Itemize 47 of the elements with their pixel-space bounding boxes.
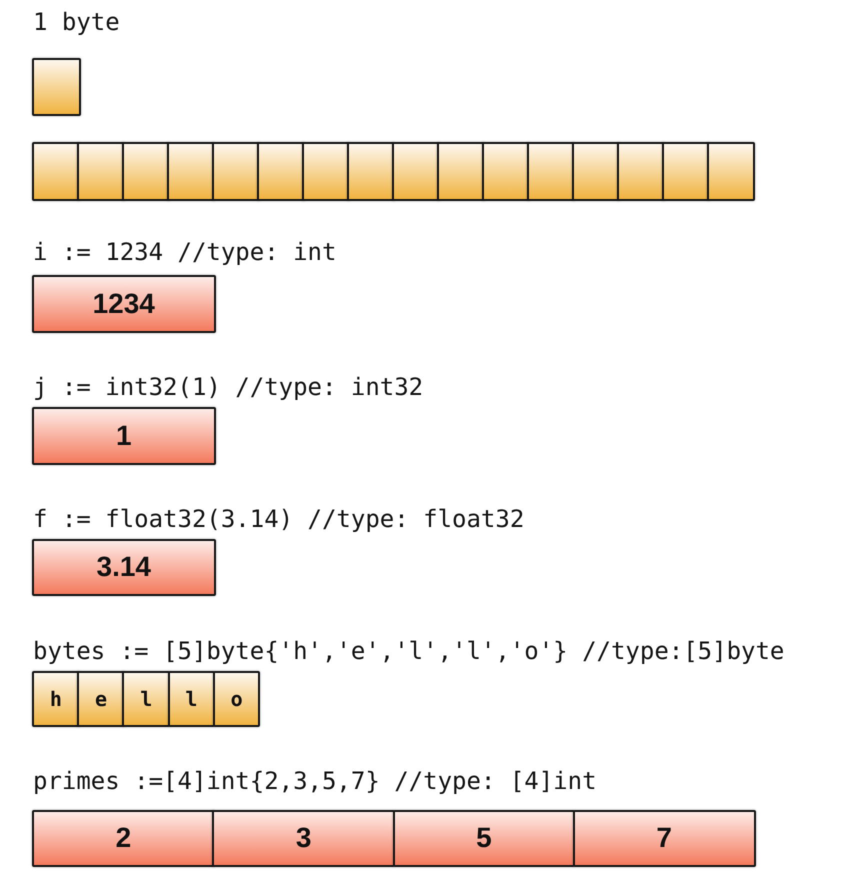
code-line: primes :=[4]int{2,3,5,7} //type: [4]int (33, 767, 597, 796)
memory-cell (212, 810, 395, 867)
byte-cell (77, 142, 124, 201)
value-label: e (95, 688, 108, 710)
code-line: i := 1234 //type: int (33, 238, 336, 267)
code-line: f := float32(3.14) //type: float32 (33, 505, 524, 534)
byte-cell (32, 58, 80, 116)
value-label: 3.14 (96, 552, 151, 583)
value-label: o (230, 688, 243, 710)
byte-size-caption: 1 byte (33, 8, 120, 37)
value-label: 1234 (92, 288, 155, 320)
memory-cell (32, 539, 216, 596)
memory-cell (572, 810, 756, 867)
byte-cell (392, 142, 440, 201)
memory-cell (392, 810, 576, 867)
memory-cell (32, 810, 215, 867)
value-label: h (50, 688, 62, 710)
code-line: j := int32(1) //type: int32 (33, 373, 424, 402)
byte-cell (122, 142, 170, 201)
byte-cell (527, 142, 574, 201)
value-label: 2 (116, 823, 132, 854)
value-label: l (185, 688, 198, 710)
byte-cell (482, 142, 530, 201)
code-line: bytes := [5]byte{'h','e','l','l','o'} //type:[5]byte (33, 637, 784, 666)
memory-cell (77, 671, 125, 727)
memory-cell (168, 671, 216, 727)
memory-cell (212, 671, 260, 727)
byte-cell (167, 142, 214, 201)
value-label: 3 (296, 823, 312, 854)
byte-cell (32, 142, 80, 201)
byte-cell (572, 142, 620, 201)
byte-cell (212, 142, 260, 201)
value-label: l (140, 688, 152, 710)
value-label: 1 (116, 420, 132, 452)
byte-cell (437, 142, 484, 201)
memory-cell (32, 671, 80, 727)
memory-cell (32, 275, 216, 333)
memory-cell (122, 671, 170, 727)
value-label: 5 (476, 823, 492, 854)
byte-cell (347, 142, 394, 201)
value-label: 7 (656, 823, 672, 854)
byte-cell (662, 142, 710, 201)
byte-cell (617, 142, 664, 201)
byte-cell (257, 142, 304, 201)
memory-cell (32, 407, 216, 465)
byte-cell (302, 142, 350, 201)
byte-cell (707, 142, 754, 201)
